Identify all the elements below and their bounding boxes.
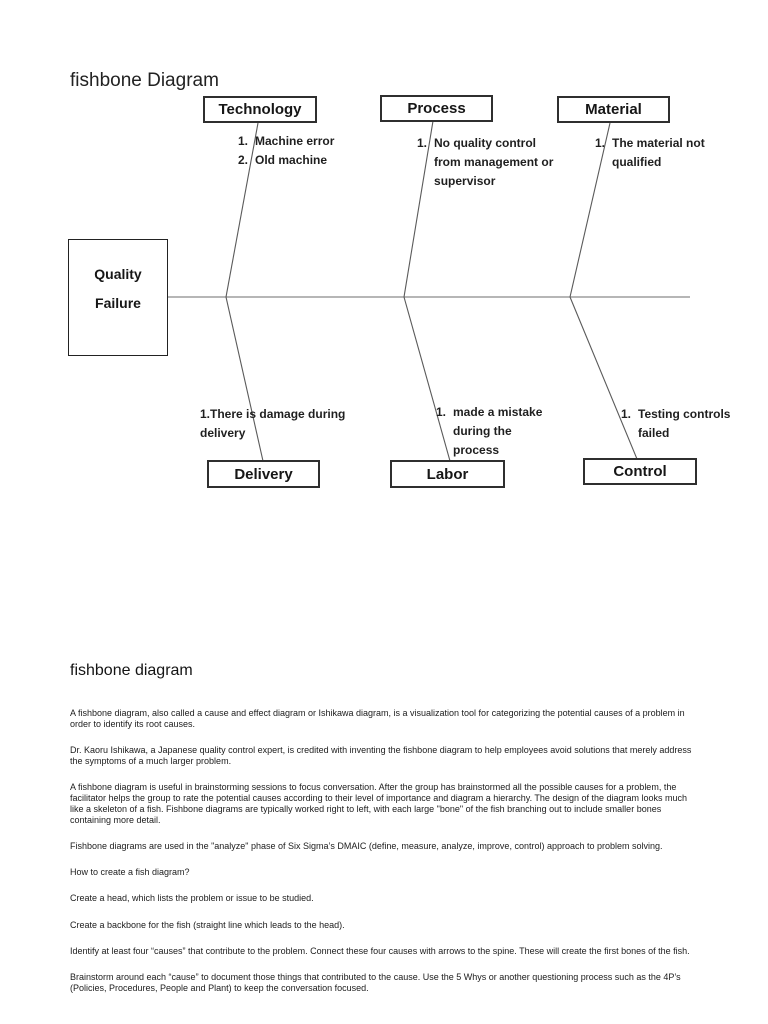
cause-text: Testing controls failed <box>638 407 731 440</box>
article: fishbone diagram A fishbone diagram, als… <box>70 662 700 1009</box>
paragraph-usefulness: A fishbone diagram is useful in brainsto… <box>70 782 688 825</box>
cause-item: 1. made a mistake during the process <box>436 403 547 460</box>
cause-item: 2. Old machine <box>238 151 334 170</box>
cause-list-process: 1. No quality control from management or… <box>417 134 560 191</box>
cause-item: 1. Machine error <box>238 132 334 151</box>
category-label-technology: Technology <box>218 101 302 118</box>
cause-text: Machine error <box>255 134 335 148</box>
material-bone <box>569 122 611 298</box>
paragraph-intro: A fishbone diagram, also called a cause … <box>70 708 685 729</box>
cause-number: 1. <box>595 136 606 150</box>
cause-text: No quality control from management or su… <box>434 136 554 188</box>
cause-list-labor: 1. made a mistake during the process <box>436 403 547 460</box>
category-box-delivery: Delivery <box>207 460 320 488</box>
category-box-process: Process <box>380 95 493 122</box>
cause-item: 1. Testing controls failed <box>621 405 742 443</box>
cause-number: 1. <box>621 407 632 421</box>
cause-text: Old machine <box>255 153 328 167</box>
fishbone-diagram: Quality Failure Technology Process Mater… <box>68 95 742 488</box>
technology-bone <box>225 122 259 298</box>
paragraph-ishikawa: Dr. Kaoru Ishikawa, a Japanese quality c… <box>70 745 692 766</box>
cause-item: 1. The material not qualified <box>595 134 716 172</box>
cause-text: made a mistake during the process <box>453 405 543 457</box>
cause-list-technology: 1. Machine error 2. Old machine <box>238 132 334 170</box>
page-title: fishbone Diagram <box>70 70 219 91</box>
paragraph-create-backbone: Create a backbone for the fish (straight… <box>70 919 345 930</box>
paragraph-create-head: Create a head, which lists the problem o… <box>70 893 314 904</box>
category-box-control: Control <box>583 458 697 485</box>
category-label-labor: Labor <box>426 465 469 483</box>
problem-label-line1: Quality <box>94 266 142 282</box>
control-bone <box>569 296 638 460</box>
category-label-material: Material <box>585 101 642 118</box>
cause-number: 1. <box>417 136 428 150</box>
paragraph-six-sigma: Fishbone diagrams are used in the "analy… <box>70 840 663 851</box>
article-heading: fishbone diagram <box>70 662 193 679</box>
delivery-bone <box>225 296 264 462</box>
cause-number: 2. <box>238 153 249 167</box>
fishbone-lines <box>168 120 690 462</box>
category-label-process: Process <box>407 100 466 117</box>
cause-list-delivery: 1.There is damage during delivery <box>200 405 354 443</box>
process-bone <box>403 120 434 298</box>
paragraph-how-to: How to create a fish diagram? <box>70 867 190 878</box>
cause-number: 1. <box>436 405 447 419</box>
paragraph-identify-causes: Identify at least four “causes” that con… <box>70 946 690 957</box>
cause-list-control: 1. Testing controls failed <box>621 405 742 443</box>
problem-label-line2: Failure <box>95 295 141 311</box>
problem-box: Quality Failure <box>68 239 168 356</box>
cause-list-material: 1. The material not qualified <box>595 134 716 172</box>
paragraph-brainstorm: Brainstorm around each “cause” to docume… <box>70 972 681 994</box>
cause-text: The material not qualified <box>612 136 705 169</box>
category-label-control: Control <box>613 463 667 480</box>
cause-text: 1.There is damage during delivery <box>200 407 346 440</box>
category-box-labor: Labor <box>390 460 505 488</box>
category-box-technology: Technology <box>203 96 317 123</box>
cause-item: 1. No quality control from management or… <box>417 134 560 191</box>
labor-bone <box>403 296 451 462</box>
category-box-material: Material <box>557 96 670 123</box>
category-label-delivery: Delivery <box>234 465 293 483</box>
cause-number: 1. <box>238 134 249 148</box>
